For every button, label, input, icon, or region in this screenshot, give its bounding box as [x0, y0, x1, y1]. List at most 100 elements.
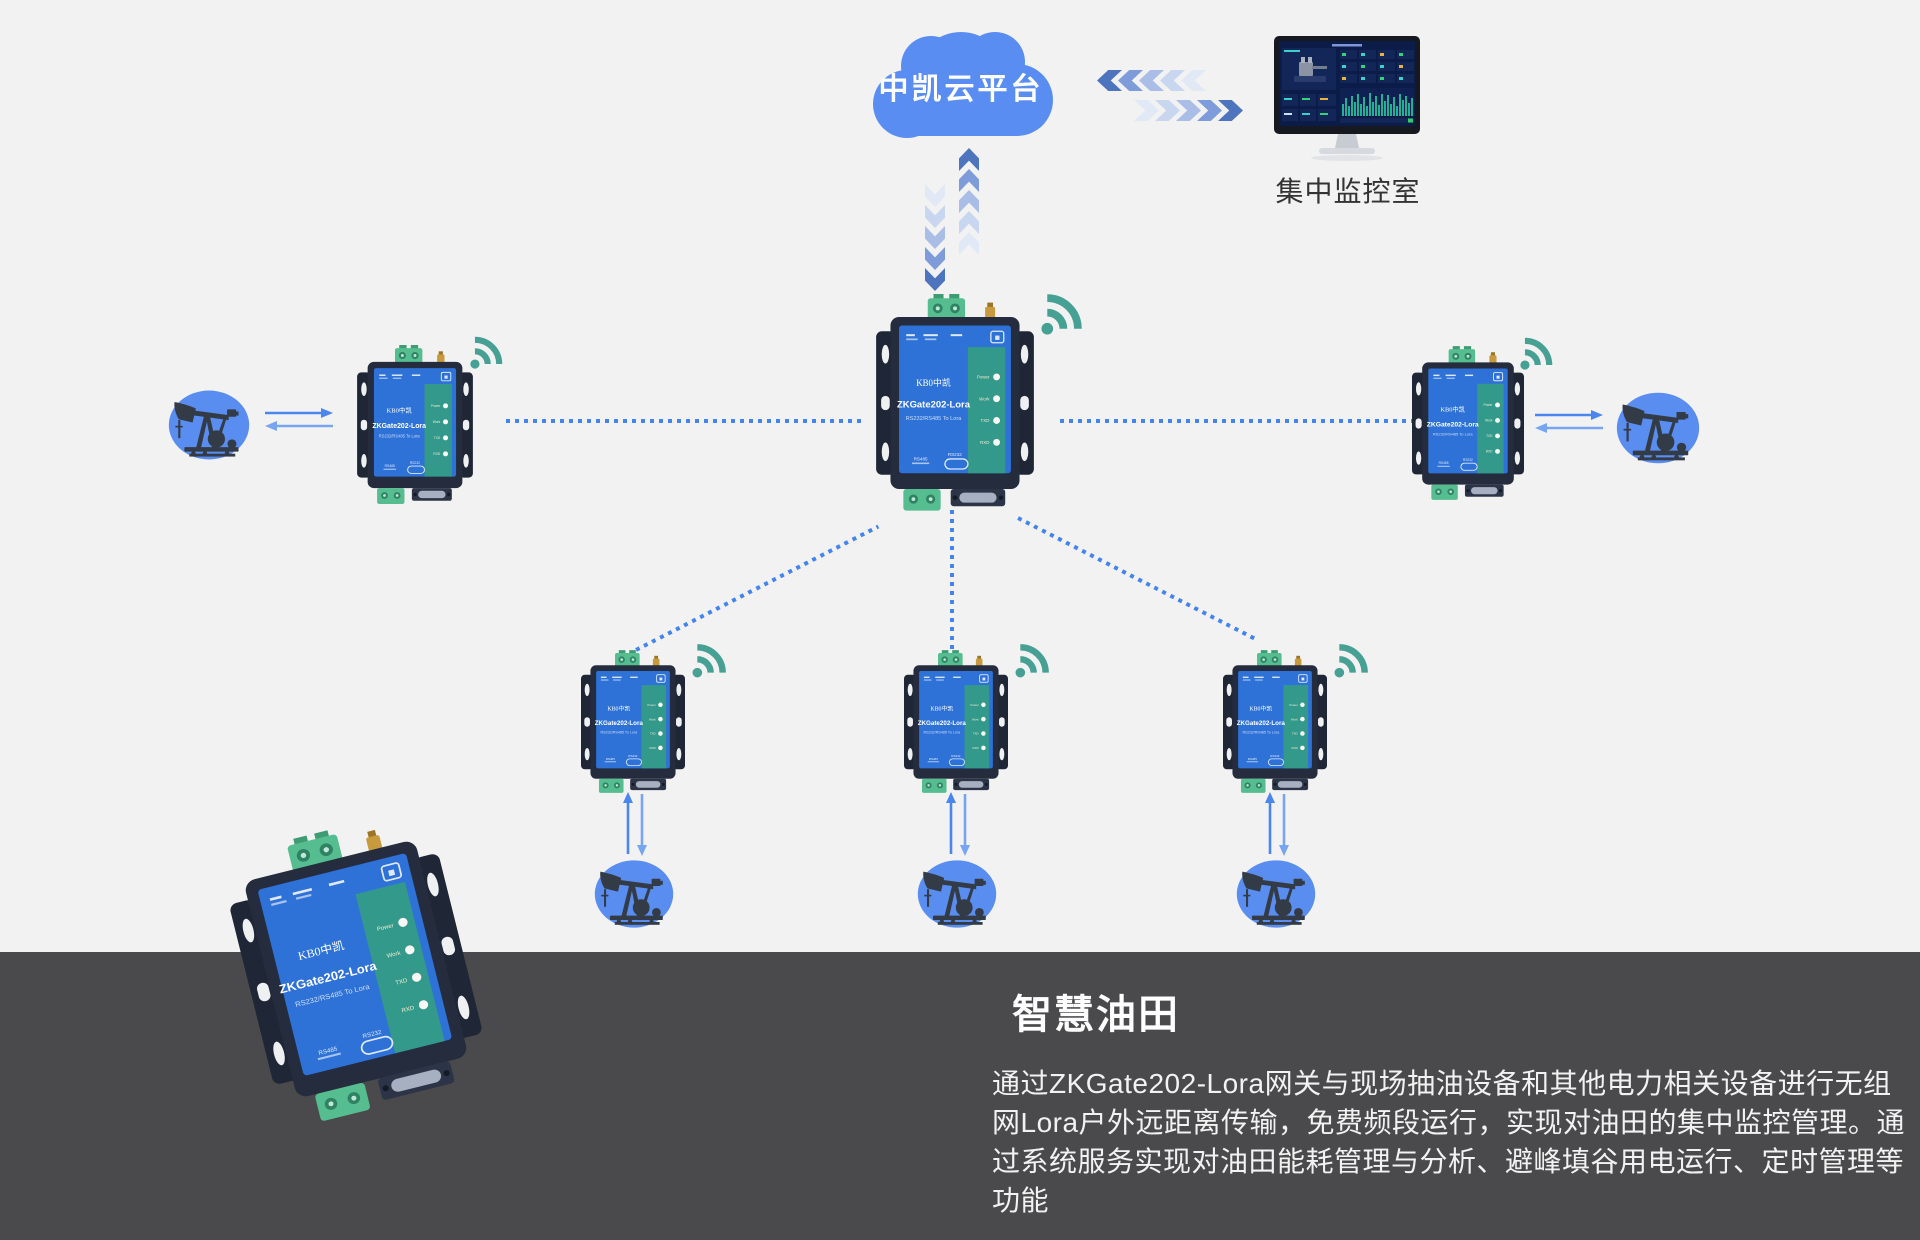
- dotted-link-down-right: [1017, 516, 1258, 642]
- led-label-rxd: RXD: [650, 746, 656, 750]
- mounting-ears: [876, 331, 1034, 475]
- wifi-icon-bottom-3: [1330, 634, 1378, 682]
- cloud-to-gateway-chevrons: [925, 184, 945, 291]
- led-label-txd: TXD: [650, 732, 656, 736]
- wifi-signal-icon: [470, 336, 503, 369]
- mounting-ears: [581, 674, 685, 770]
- led-label-rxd: RXD: [433, 452, 441, 456]
- gateway-mid-left: KB0中凯 ZKGate202-Lora RS232/RS485 To Lora…: [357, 345, 473, 505]
- led-indicators: Power Work TXD RXD: [376, 917, 429, 1014]
- antenna-connector: [652, 655, 660, 668]
- device-brand-label: KB0中凯: [387, 405, 413, 414]
- led-label-power: Power: [431, 404, 441, 408]
- device-subtitle-label: RS232/RS485 To Lora: [600, 730, 638, 734]
- rs485-terminal-bottom: [903, 489, 941, 511]
- rs232-port-outline: [1460, 462, 1478, 471]
- wifi-icon-central: [1036, 282, 1094, 340]
- device-brand-label: KB0中凯: [607, 705, 630, 713]
- cloud-shape: [873, 32, 1053, 138]
- wifi-icon-bottom-2: [1011, 634, 1059, 682]
- mounting-ears: [1412, 372, 1524, 475]
- arrows-bottom-3: [1261, 790, 1293, 858]
- wifi-signal-icon: [692, 644, 726, 678]
- lora-gateway-device: KB0中凯 ZKGate202-Lora RS232/RS485 To Lora…: [581, 650, 685, 793]
- lora-gateway-device: KB0中凯 ZKGate202-Lora RS232/RS485 To Lora…: [1412, 346, 1524, 500]
- led-label-power: Power: [1484, 403, 1493, 407]
- cloud-to-monitor-chevrons: [1134, 100, 1243, 121]
- led-label-work: Work: [972, 717, 979, 721]
- pump-icon-left: [168, 388, 250, 462]
- chevron-icon: [1176, 100, 1201, 121]
- bidirectional-arrows-vertical: [946, 792, 970, 856]
- monitoring-room-label: 集中监控室: [1275, 176, 1421, 207]
- pumpjack-silhouette: [923, 871, 986, 925]
- antenna-connector: [1294, 655, 1302, 668]
- pumpjack-silhouette: [600, 871, 663, 925]
- lora-gateway-device: KB0中凯 ZKGate202-Lora RS232/RS485 To Lora…: [876, 294, 1034, 511]
- arrows-bottom-1: [619, 790, 651, 858]
- gateway-bottom-1: KB0中凯 ZKGate202-Lora RS232/RS485 To Lora…: [581, 650, 685, 794]
- rs232-port-outline: [944, 458, 969, 470]
- mounting-ears: [357, 372, 473, 478]
- led-label-rxd: RXD: [1486, 450, 1493, 454]
- chevron-icon: [959, 211, 979, 234]
- device-model-label: ZKGate202-Lora: [595, 720, 644, 727]
- gateway-central: KB0中凯 ZKGate202-Lora RS232/RS485 To Lora…: [876, 294, 1034, 512]
- wifi-signal-icon: [1334, 644, 1368, 678]
- rs232-port-outline: [625, 758, 642, 766]
- pumpjack-silhouette: [174, 402, 239, 457]
- rs232-port-label: RS232: [362, 1029, 383, 1040]
- db9-connector: [630, 778, 667, 791]
- led-label-power: Power: [1289, 703, 1297, 707]
- device-model-label: ZKGate202-Lora: [897, 399, 971, 410]
- gateway-mid-right: KB0中凯 ZKGate202-Lora RS232/RS485 To Lora…: [1412, 346, 1524, 501]
- power-terminal-top: [1257, 650, 1282, 668]
- chevron-icon: [959, 232, 979, 255]
- device-subtitle-label: RS232/RS485 To Lora: [1242, 730, 1280, 734]
- arrows-left-cluster: [262, 404, 336, 434]
- rs232-port-label: RS232: [1270, 754, 1280, 758]
- led-strip: [964, 685, 990, 769]
- wifi-icon-mid-left: [466, 327, 512, 373]
- dotted-link-right: [1060, 419, 1414, 423]
- rs232-port-label: RS232: [951, 754, 961, 758]
- led-label-work: Work: [386, 951, 401, 960]
- led-label-power: Power: [376, 923, 394, 933]
- chevron-icon: [1097, 70, 1122, 91]
- rs485-port-label: RS485: [914, 456, 928, 461]
- dotted-link-down-left: [635, 524, 880, 652]
- rs485-terminal-bottom: [377, 488, 405, 504]
- device-model-label: ZKGate202-Lora: [918, 720, 967, 727]
- gateway-bottom-3: KB0中凯 ZKGate202-Lora RS232/RS485 To Lora…: [1223, 650, 1327, 794]
- top-markings: [600, 674, 666, 683]
- db9-connector: [1464, 484, 1504, 497]
- db9-connector: [1272, 778, 1309, 791]
- led-indicators: Power Work TXD RXD: [1484, 402, 1500, 454]
- antenna-connector: [985, 302, 996, 320]
- chevron-icon: [959, 169, 979, 192]
- power-terminal-top: [395, 345, 423, 364]
- led-label-work: Work: [1485, 419, 1493, 423]
- mounting-ears: [230, 854, 482, 1084]
- chevron-icon: [925, 226, 945, 249]
- led-label-txd: TXD: [1486, 434, 1493, 438]
- lora-gateway-device: KB0中凯 ZKGate202-Lora RS232/RS485 To Lora…: [1223, 650, 1327, 793]
- chevron-icon: [1197, 100, 1222, 121]
- oil-pumpjack-icon: [1236, 860, 1316, 928]
- led-label-work: Work: [649, 717, 656, 721]
- dotted-link-left: [506, 419, 864, 423]
- rs485-sub-mark: [911, 462, 930, 465]
- led-strip: [967, 347, 1006, 474]
- rs485-port-label: RS485: [606, 757, 616, 761]
- rs232-port-label: RS232: [410, 461, 420, 465]
- device-model-label: ZKGate202-Lora: [372, 423, 426, 430]
- product-photo: KB0中凯 ZKGate202-Lora RS232/RS485 To Lora…: [217, 806, 495, 1133]
- rs485-port-label: RS485: [1248, 757, 1258, 761]
- device-brand-label: KB0中凯: [1440, 404, 1465, 413]
- gateway-to-cloud-chevrons: [959, 148, 979, 255]
- rs232-port-outline: [1267, 758, 1284, 766]
- db9-connector: [950, 489, 1006, 507]
- pumpjack-silhouette: [1242, 871, 1305, 925]
- lora-gateway-device: KB0中凯 ZKGate202-Lora RS232/RS485 To Lora…: [904, 650, 1008, 793]
- power-terminal-top: [927, 294, 966, 320]
